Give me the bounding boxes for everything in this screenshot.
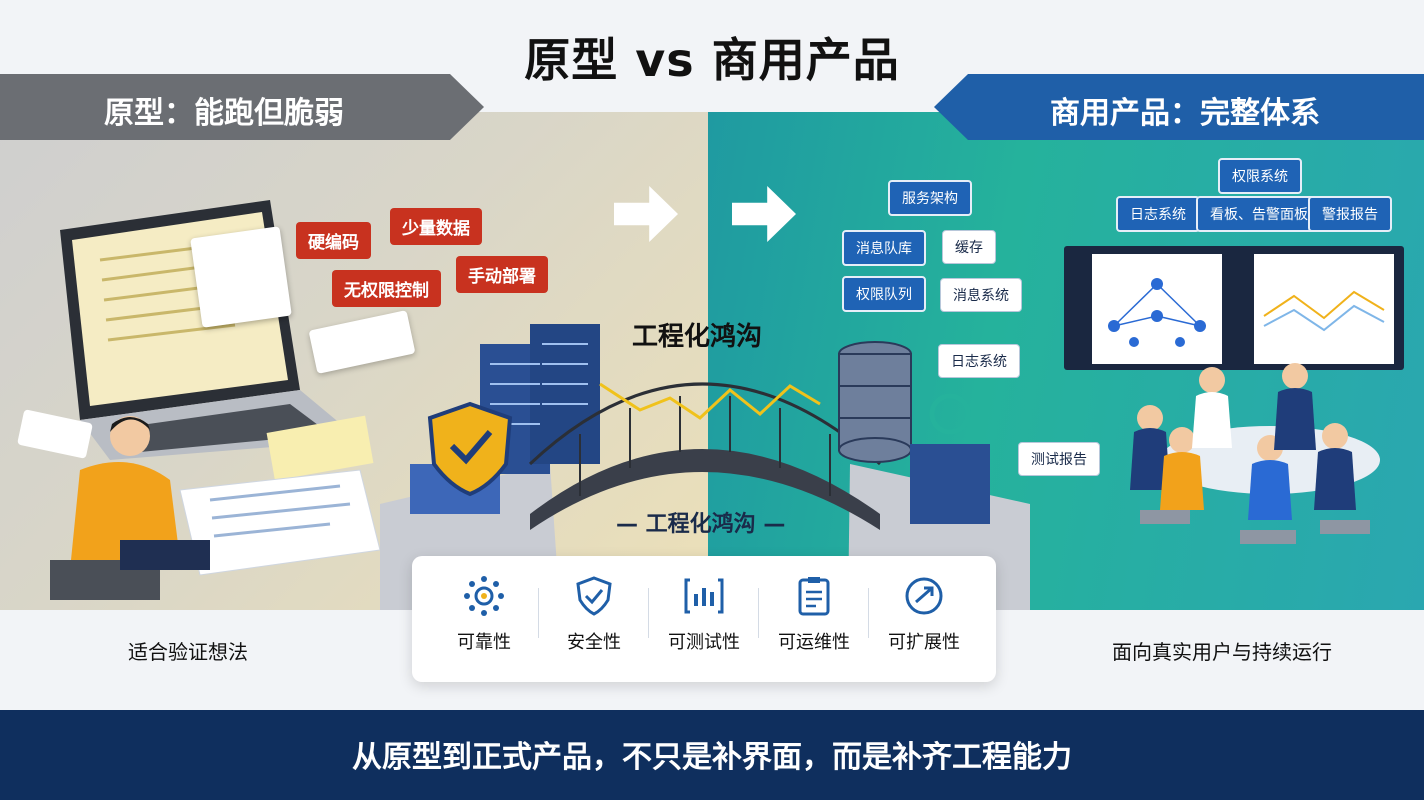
page-title: 原型 vs 商用产品 bbox=[524, 33, 900, 87]
tag-manual-deploy: 手动部署 bbox=[456, 256, 548, 293]
divider bbox=[868, 588, 869, 638]
quality-label: 安全性 bbox=[567, 632, 621, 653]
quality-reliability: 可靠性 bbox=[426, 574, 542, 654]
tag-no-permission: 无权限控制 bbox=[332, 270, 441, 307]
tag-little-data: 少量数据 bbox=[390, 208, 482, 245]
quality-security: 安全性 bbox=[536, 574, 652, 654]
prototype-caption: 适合验证想法 bbox=[128, 640, 248, 664]
tag-log-system-top: 日志系统 bbox=[1116, 196, 1200, 232]
tag-cache: 缓存 bbox=[942, 230, 996, 264]
tag-hardcode: 硬编码 bbox=[296, 222, 371, 259]
engineering-gap-sublabel: — 工程化鸿沟 — bbox=[616, 512, 786, 537]
quality-operability: 可运维性 bbox=[756, 574, 872, 654]
expand-arrow-icon bbox=[905, 577, 943, 615]
quality-testability: 可测试性 bbox=[646, 574, 762, 654]
engineering-gap-label: 工程化鸿沟 bbox=[632, 322, 763, 352]
quality-scalability: 可扩展性 bbox=[866, 574, 982, 654]
tag-log-system: 日志系统 bbox=[938, 344, 1020, 378]
popup-window bbox=[190, 226, 292, 328]
tag-permission-queue: 权限队列 bbox=[842, 276, 926, 312]
tag-test-report: 测试报告 bbox=[1018, 442, 1100, 476]
developer-illustration bbox=[50, 416, 381, 600]
team-meeting-illustration bbox=[1130, 363, 1380, 544]
quality-label: 可运维性 bbox=[778, 632, 850, 653]
footer-banner: 从原型到正式产品，不只是补界面，而是补齐工程能力 bbox=[0, 710, 1424, 800]
tag-monitor-alert: 看板、告警面板 bbox=[1196, 196, 1322, 232]
dashboard-screen bbox=[1064, 246, 1404, 370]
quality-label: 可扩展性 bbox=[888, 632, 960, 653]
quality-label: 可靠性 bbox=[457, 632, 511, 653]
tag-message-queue-db: 消息队库 bbox=[842, 230, 926, 266]
commercial-banner-label: 商用产品：完整体系 bbox=[1050, 96, 1320, 131]
shield-check-icon bbox=[576, 576, 612, 616]
prototype-banner-label: 原型：能跑但脆弱 bbox=[104, 96, 344, 131]
test-chart-icon bbox=[684, 578, 724, 614]
divider bbox=[648, 588, 649, 638]
commercial-caption: 面向真实用户与持续运行 bbox=[1112, 640, 1332, 664]
tag-permission-system: 权限系统 bbox=[1218, 158, 1302, 194]
quality-attributes-card: 可靠性 安全性 可测试性 可运维性 可扩展性 bbox=[412, 556, 996, 682]
tag-message-system: 消息系统 bbox=[940, 278, 1022, 312]
prototype-banner: 原型：能跑但脆弱 bbox=[0, 74, 484, 140]
quality-label: 可测试性 bbox=[668, 632, 740, 653]
ops-clipboard-icon bbox=[798, 577, 830, 616]
tag-alert-report: 警报报告 bbox=[1308, 196, 1392, 232]
commercial-banner: 商用产品：完整体系 bbox=[934, 74, 1424, 140]
footer-text: 从原型到正式产品，不只是补界面，而是补齐工程能力 bbox=[352, 740, 1072, 775]
gear-network-icon bbox=[464, 576, 504, 616]
divider bbox=[758, 588, 759, 638]
divider bbox=[538, 588, 539, 638]
tag-service-architecture: 服务架构 bbox=[888, 180, 972, 216]
